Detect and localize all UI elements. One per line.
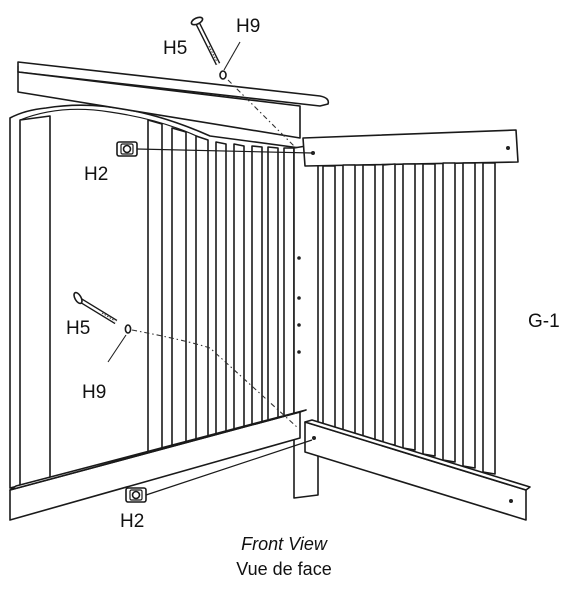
side-bottom-hole-left xyxy=(312,436,316,440)
nut-h2-top xyxy=(116,141,138,157)
side-bottom-board-top xyxy=(304,419,531,491)
caption-english: Front View xyxy=(241,534,328,554)
corner-post-holes xyxy=(297,256,301,354)
label-part-g1: G-1 xyxy=(528,311,560,332)
label-h5-mid: H5 xyxy=(66,318,90,339)
left-panel xyxy=(9,61,330,521)
leader-h9-mid xyxy=(107,334,127,363)
label-h9-top: H9 xyxy=(236,16,260,37)
nut-bottom-guide xyxy=(145,439,313,496)
nut-h2-bottom xyxy=(125,487,147,503)
bolt-h5-mid xyxy=(73,291,118,325)
side-bottom-hole-right xyxy=(509,499,513,503)
side-top-hole-right xyxy=(506,146,510,150)
dash-mid-path xyxy=(131,329,299,429)
panel-arch xyxy=(19,108,206,141)
side-slats xyxy=(322,162,496,475)
side-top-hole-left xyxy=(311,151,315,155)
label-h5-top: H5 xyxy=(163,38,187,59)
panel-top-rail xyxy=(17,61,330,107)
label-h2-top: H2 xyxy=(84,164,108,185)
side-panel xyxy=(302,129,531,521)
left-post xyxy=(19,115,51,487)
top-hardware xyxy=(116,16,313,157)
dash-top-path xyxy=(227,79,297,149)
panel-top-rail-face xyxy=(17,71,301,139)
nut-top-guide xyxy=(136,148,313,154)
bolt-h5-top xyxy=(190,16,221,66)
label-h9-mid: H9 xyxy=(82,382,106,403)
left-bottom-rail-top xyxy=(9,409,307,491)
washer-h9-mid xyxy=(124,324,132,334)
leader-h9-top xyxy=(223,41,241,71)
washer-h9-top xyxy=(219,70,227,80)
left-slats xyxy=(147,119,295,457)
side-top-board xyxy=(302,129,519,167)
label-h2-bottom: H2 xyxy=(120,511,144,532)
caption-french: Vue de face xyxy=(236,559,331,579)
middle-hardware xyxy=(73,291,313,503)
